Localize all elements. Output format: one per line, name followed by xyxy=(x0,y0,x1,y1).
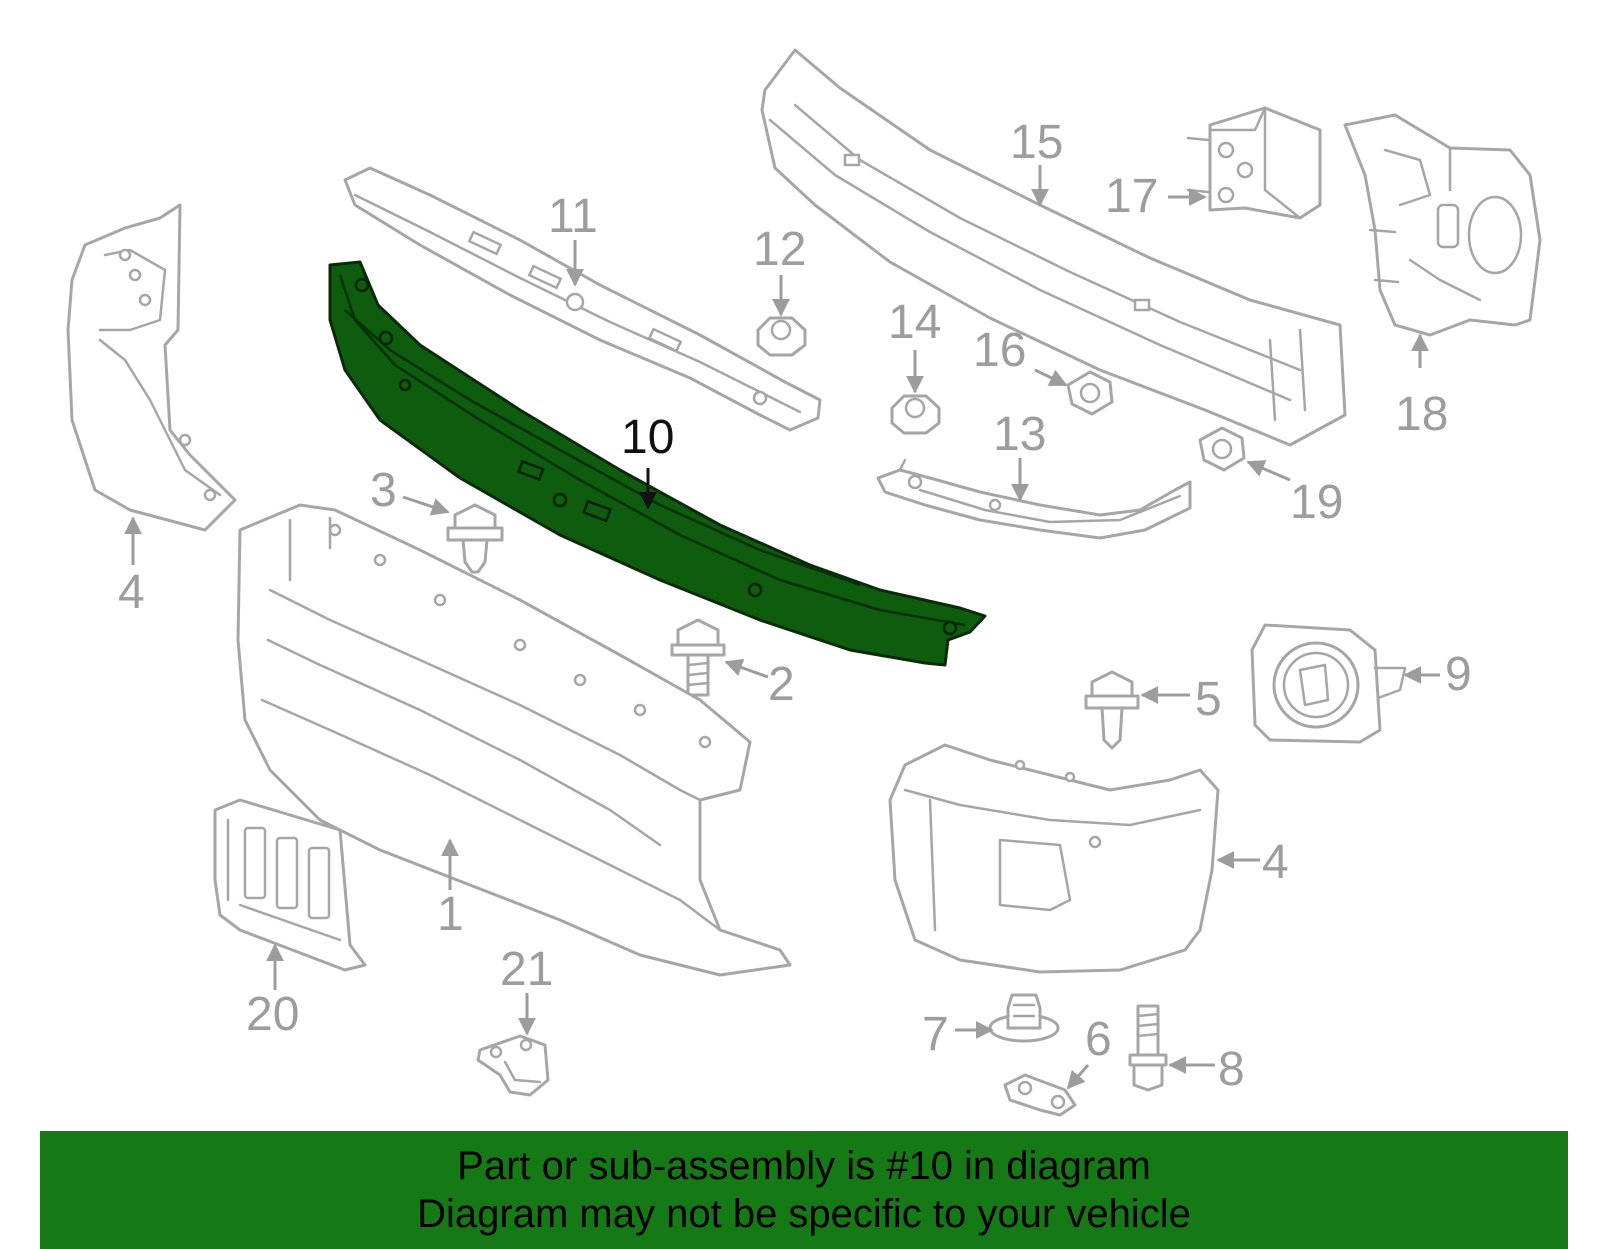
part-17-bracket[interactable] xyxy=(1186,106,1322,220)
callout-11: 11 xyxy=(548,190,598,243)
part-21-clip[interactable] xyxy=(476,1034,550,1097)
part-4-left-bracket[interactable] xyxy=(66,203,237,532)
callout-1: 1 xyxy=(437,888,464,941)
callout-labels: 1 2 3 4 4 5 6 7 8 9 10 11 12 13 14 15 16… xyxy=(118,116,1472,1096)
banner-line-1: Part or sub-assembly is #10 in diagram xyxy=(457,1144,1151,1188)
callout-19: 19 xyxy=(1290,476,1343,529)
callout-17: 17 xyxy=(1105,170,1158,223)
part-1-bumper-cover[interactable] xyxy=(236,503,792,977)
banner-line-2: Diagram may not be specific to your vehi… xyxy=(417,1192,1191,1236)
leader-lines xyxy=(124,165,1440,1090)
part-11-support[interactable] xyxy=(343,166,822,432)
part-7-clip[interactable] xyxy=(988,993,1060,1043)
callout-15: 15 xyxy=(1010,116,1063,169)
callout-4-left: 4 xyxy=(118,566,145,619)
callout-14: 14 xyxy=(888,296,941,349)
info-banner: Part or sub-assembly is #10 in diagram D… xyxy=(40,1131,1568,1249)
part-18-bracket[interactable] xyxy=(1343,113,1542,337)
part-4-right-bumper-end[interactable] xyxy=(888,743,1220,974)
callout-3: 3 xyxy=(370,464,397,517)
callout-5: 5 xyxy=(1195,673,1222,726)
callout-13: 13 xyxy=(993,408,1046,461)
part-8-bolt[interactable] xyxy=(1128,1004,1168,1092)
part-2-bolt[interactable] xyxy=(670,618,726,697)
part-20-license-bracket[interactable] xyxy=(213,798,367,972)
part-5-bolt[interactable] xyxy=(1084,670,1140,750)
callout-8: 8 xyxy=(1218,1043,1245,1096)
callout-10: 10 xyxy=(621,411,674,464)
part-3-bolt[interactable] xyxy=(446,503,504,574)
part-10-highlighted-support[interactable] xyxy=(328,260,987,667)
callout-2: 2 xyxy=(768,658,795,711)
part-6-plate[interactable] xyxy=(1003,1073,1077,1117)
part-13-bracket[interactable] xyxy=(876,458,1192,540)
part-19-nut[interactable] xyxy=(1198,426,1246,472)
part-14-nut[interactable] xyxy=(890,394,941,435)
part-12-nut[interactable] xyxy=(756,316,807,357)
callout-21: 21 xyxy=(500,943,553,996)
part-16-nut[interactable] xyxy=(1066,370,1114,416)
callout-16: 16 xyxy=(973,324,1026,377)
part-9-fog-lamp-housing[interactable] xyxy=(1250,623,1407,744)
callout-12: 12 xyxy=(753,223,806,276)
callout-9: 9 xyxy=(1445,648,1472,701)
part-15-reinforcement[interactable] xyxy=(760,48,1347,447)
callout-20: 20 xyxy=(246,988,299,1041)
callout-6: 6 xyxy=(1085,1013,1112,1066)
callout-7: 7 xyxy=(922,1008,949,1061)
callout-18: 18 xyxy=(1395,388,1448,441)
callout-4-right: 4 xyxy=(1262,836,1289,889)
